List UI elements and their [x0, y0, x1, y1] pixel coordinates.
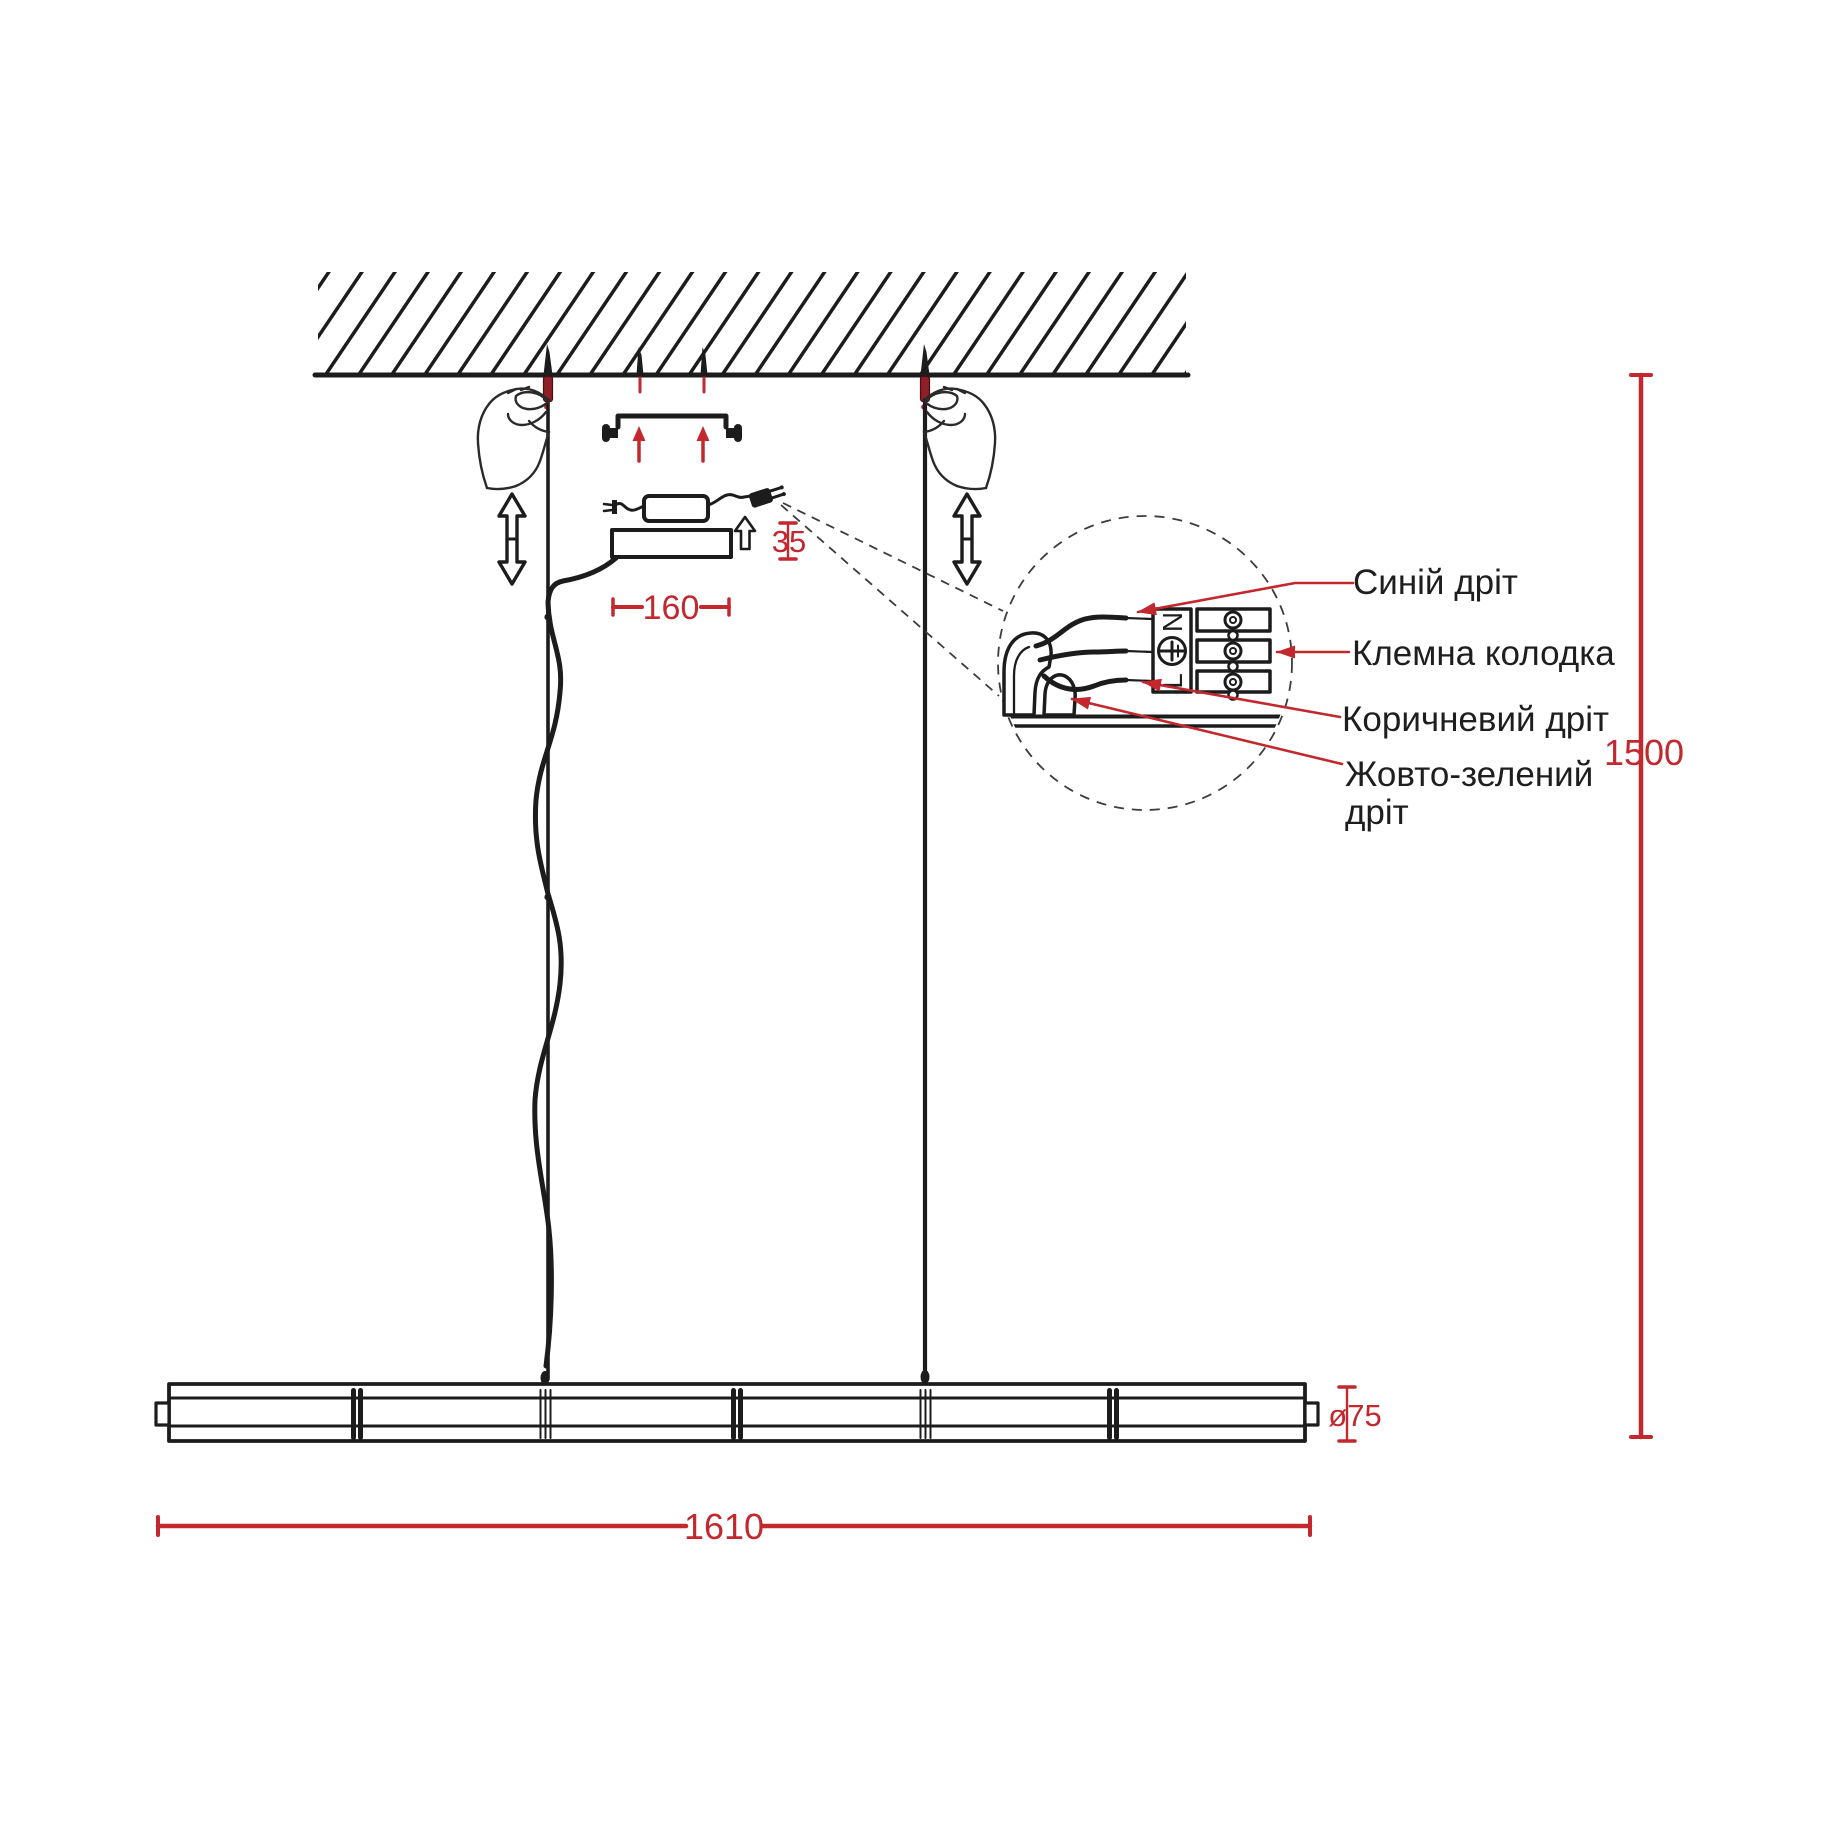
label-yellow-green-wire-line2: дріт — [1345, 793, 1409, 832]
wiring-detail: N L — [780, 502, 1355, 811]
leader-blue-wire — [1136, 581, 1355, 616]
bar-joint — [731, 1388, 743, 1440]
power-connector — [748, 485, 786, 508]
brown-wire — [1037, 648, 1129, 663]
driver-assembly — [602, 485, 786, 559]
driver-wire-left — [615, 502, 646, 512]
mounting-plate — [1000, 714, 1290, 728]
cable-end-fitting — [540, 1371, 550, 1385]
push-up-arrow-right — [696, 426, 710, 463]
driver-wire-right — [706, 493, 753, 507]
ceiling-hatch — [318, 272, 1186, 375]
label-brown-wire: Коричневий дріт — [1342, 700, 1609, 739]
earth-symbol-icon — [1157, 636, 1187, 666]
dim-160-text: 160 — [643, 589, 700, 627]
dim-35-text: 35 — [772, 524, 806, 559]
cable-clip — [544, 893, 552, 901]
cable-clip — [544, 613, 552, 621]
light-bar — [154, 1382, 1320, 1443]
up-arrow-icon — [733, 515, 757, 551]
driver-box — [642, 494, 710, 523]
mounting-bracket — [602, 413, 742, 442]
detail-leader-bottom — [780, 504, 1000, 697]
bracket-bolt-left — [602, 424, 610, 442]
bar-suspension-joint-left — [539, 1389, 552, 1439]
terminal-block-detail: N L — [1151, 607, 1272, 701]
power-cable — [532, 555, 619, 1369]
mounting-screw-left — [636, 347, 644, 394]
leader-yellow-green-wire — [1070, 696, 1344, 766]
detail-leader-top — [782, 502, 1004, 612]
label-terminal-block: Клемна колодка — [1352, 634, 1615, 673]
blue-wire — [1033, 614, 1129, 649]
bar-joint — [1107, 1388, 1119, 1440]
dim-1500-text: 1500 — [1604, 732, 1684, 773]
leader-brown-wire — [1141, 678, 1342, 719]
dim-bar-diameter: ø75 — [1328, 1385, 1382, 1443]
terminal-neutral-label: N — [1157, 612, 1188, 632]
canopy — [610, 528, 733, 559]
yellow-green-wire — [1041, 673, 1129, 692]
dim-canopy-width: 160 — [611, 589, 731, 627]
dim-1610-text: 1610 — [684, 1506, 764, 1547]
installer-hand-right — [922, 385, 997, 491]
height-adjust-arrow-left — [497, 492, 527, 586]
installer-hand-left — [476, 385, 551, 491]
driver-connector-left — [612, 500, 617, 514]
mounting-screw-right — [700, 347, 708, 394]
push-up-arrow-left — [632, 426, 646, 463]
detail-circle — [997, 515, 1293, 811]
dim-suspension-height: 1500 — [1604, 372, 1684, 1440]
bar-end-cap-left — [154, 1401, 171, 1427]
wire-end-fitting — [920, 1370, 930, 1384]
mounting-anchor-right — [919, 344, 931, 410]
ceiling — [312, 272, 1191, 378]
bar-suspension-joint-right — [919, 1389, 932, 1439]
bar-end-cap-right — [1303, 1401, 1320, 1427]
label-blue-wire: Синій дріт — [1353, 563, 1518, 602]
dim-dia75-text: ø75 — [1328, 1398, 1381, 1433]
bracket-bolt-right — [734, 424, 742, 442]
label-yellow-green-wire-line1: Жовто-зелений — [1345, 755, 1593, 794]
height-adjust-arrow-right — [952, 492, 982, 586]
dim-fixture-length: 1610 — [155, 1506, 1313, 1547]
bar-joint — [351, 1388, 363, 1440]
dim-canopy-height: 35 — [772, 521, 806, 561]
